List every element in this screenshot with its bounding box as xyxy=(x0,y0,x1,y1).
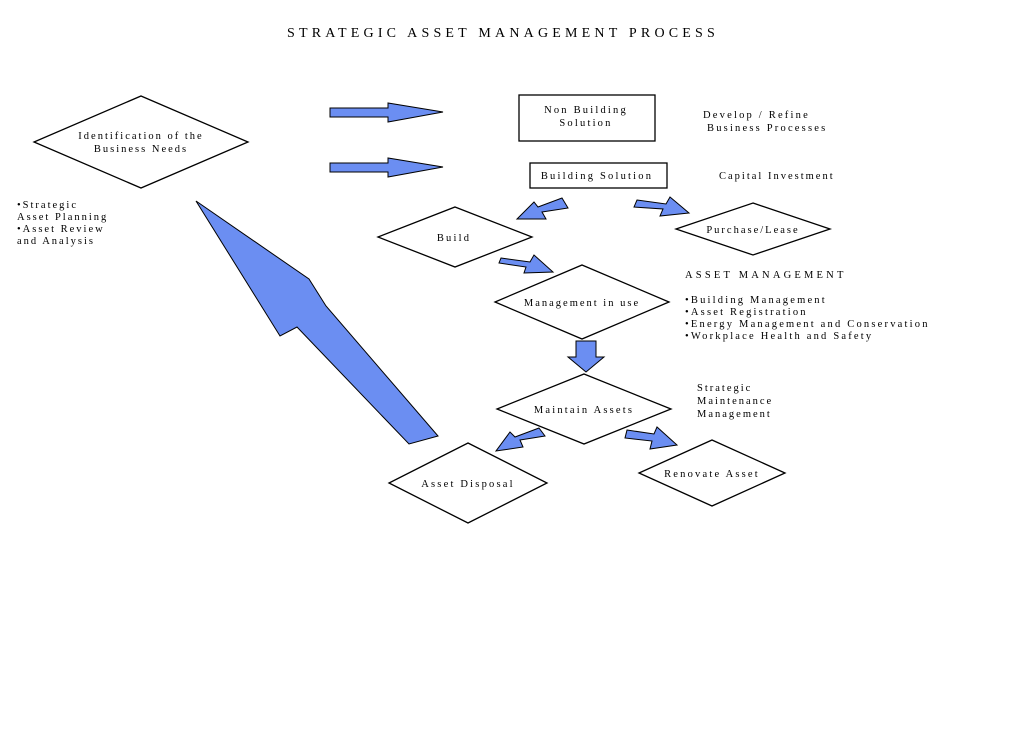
down-right-arrow-icon xyxy=(633,196,691,217)
purchase-lease-label: Purchase/Lease xyxy=(706,225,799,236)
business-needs-diamond xyxy=(32,95,250,189)
develop-refine-note-line2: Business Processes xyxy=(707,123,827,134)
node-labels: Identification of the Business Needs Non… xyxy=(78,105,799,490)
building-solution-box xyxy=(529,162,668,189)
down-right-arrow-icon xyxy=(624,426,679,450)
business-needs-label-line1: Identification of the xyxy=(78,131,203,142)
management-in-use-label: Management in use xyxy=(524,298,640,309)
right-arrow-icon xyxy=(329,102,444,123)
page-title: STRATEGIC ASSET MANAGEMENT PROCESS xyxy=(287,26,719,41)
develop-refine-note-line1: Develop / Refine xyxy=(703,110,810,121)
down-arrow-icon xyxy=(566,340,606,373)
arrows xyxy=(195,102,691,452)
strategic-maintenance-note-line2: Maintenance xyxy=(697,396,773,407)
build-label: Build xyxy=(437,233,471,244)
strategic-planning-note-line3: •Asset Review xyxy=(17,224,105,235)
asset-management-item-3: •Energy Management and Conservation xyxy=(685,319,930,330)
down-left-arrow-icon xyxy=(515,197,569,220)
strategic-maintenance-note-line3: Management xyxy=(697,409,772,420)
renovate-asset-label: Renovate Asset xyxy=(664,469,760,480)
non-building-label-line2: Solution xyxy=(559,118,612,129)
non-building-box xyxy=(518,94,656,142)
purchase-lease-diamond xyxy=(673,202,833,256)
capital-investment-note: Capital Investment xyxy=(719,171,835,182)
renovate-asset-diamond xyxy=(637,439,787,507)
asset-management-heading: ASSET MANAGEMENT xyxy=(685,270,847,281)
asset-disposal-label: Asset Disposal xyxy=(421,479,515,490)
strategic-maintenance-note-line1: Strategic xyxy=(697,383,752,394)
side-notes: •Strategic Asset Planning •Asset Review … xyxy=(17,110,930,420)
up-left-arrow-icon xyxy=(195,200,439,445)
management-in-use-diamond xyxy=(493,264,671,340)
asset-management-item-1: •Building Management xyxy=(685,295,827,306)
strategic-planning-note-line1: •Strategic xyxy=(17,200,78,211)
shapes xyxy=(32,94,833,524)
non-building-label-line1: Non Building xyxy=(544,105,628,116)
building-solution-label: Building Solution xyxy=(541,171,653,182)
business-needs-label-line2: Business Needs xyxy=(94,144,188,155)
asset-disposal-diamond xyxy=(387,442,549,524)
down-right-arrow-icon xyxy=(498,254,555,274)
right-arrow-icon xyxy=(329,157,444,178)
maintain-assets-diamond xyxy=(495,373,673,445)
maintain-assets-label: Maintain Assets xyxy=(534,405,634,416)
down-left-arrow-icon xyxy=(494,427,546,452)
strategic-planning-note-line4: and Analysis xyxy=(17,236,95,247)
strategic-planning-note-line2: Asset Planning xyxy=(17,212,108,223)
build-diamond xyxy=(376,206,534,268)
asset-management-item-4: •Workplace Health and Safety xyxy=(685,331,873,342)
asset-management-item-2: •Asset Registration xyxy=(685,307,808,318)
